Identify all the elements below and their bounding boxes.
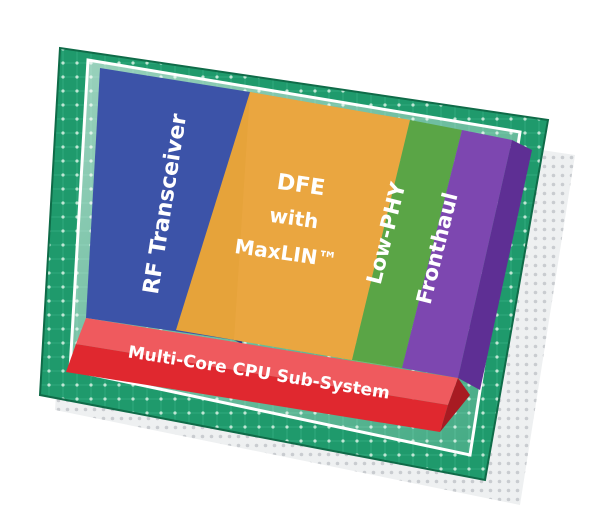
block-low-phy [330, 120, 462, 368]
block-fronthaul [402, 130, 532, 390]
block-cpu [66, 318, 470, 432]
block-dfe [176, 92, 410, 360]
